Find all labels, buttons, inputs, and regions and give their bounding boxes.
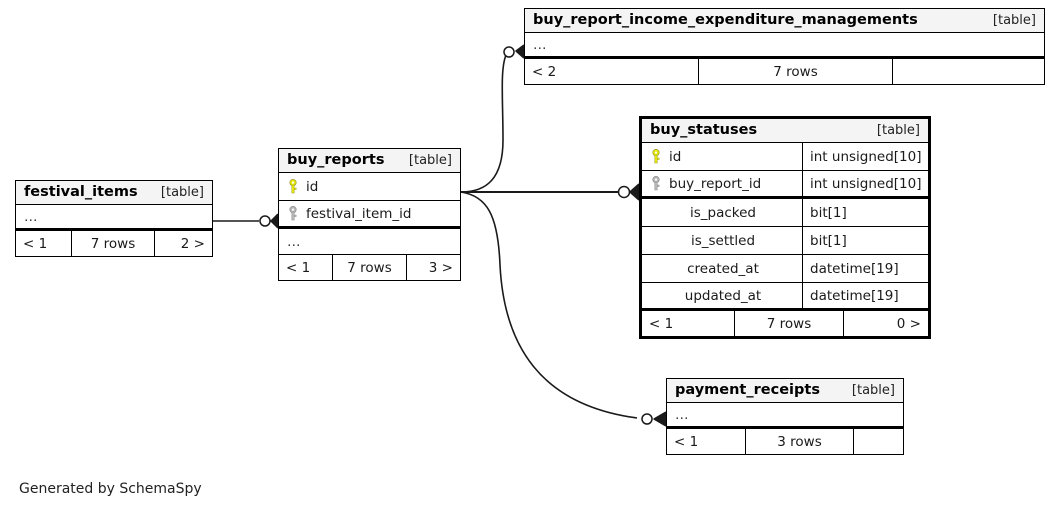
column-name-cell: id (642, 143, 802, 170)
primary-key-icon (652, 149, 660, 164)
footer-children: 0 > (896, 315, 921, 332)
column-name-cell: created_at (642, 255, 802, 282)
table-buy-report-income-expenditure-managements[interactable]: buy_report_income_expenditure_management… (524, 8, 1045, 85)
cardinality-marker-payment-receipts (641, 411, 667, 427)
table-name: payment_receipts (675, 382, 820, 398)
footer-children: 2 > (180, 235, 205, 252)
foreign-key-icon (289, 206, 297, 221)
cardinality-marker-income-expenditure (503, 44, 525, 59)
column-row-is-settled[interactable]: is_settled bit[1] (642, 227, 928, 255)
table-festival-items[interactable]: festival_items [table] … < 1 7 rows 2 > (15, 180, 213, 257)
column-name-cell: buy_report_id (642, 171, 802, 196)
column-type: bit[1] (802, 199, 928, 226)
column-name: is_packed (689, 204, 756, 221)
column-name: festival_item_id (306, 205, 412, 222)
footer-rowcount: 7 rows (332, 255, 407, 280)
column-name: updated_at (684, 287, 762, 304)
column-type: int unsigned[10] (802, 171, 928, 196)
column-row-updated-at[interactable]: updated_at datetime[19] (642, 283, 928, 311)
footer-children: 3 > (428, 259, 453, 276)
column-row-id[interactable]: id (279, 173, 460, 201)
columns-ellipsis: … (667, 403, 903, 429)
table-header: buy_reports [table] (279, 149, 460, 173)
foreign-key-icon (652, 176, 660, 191)
column-type: datetime[19] (802, 255, 928, 282)
footer-children (854, 429, 901, 454)
column-row-id[interactable]: id int unsigned[10] (642, 143, 928, 171)
table-footer: < 2 7 rows (525, 59, 1044, 84)
column-type: datetime[19] (802, 283, 928, 308)
footer-rowcount: 3 rows (745, 429, 854, 454)
footer-parents: < 1 (286, 259, 311, 276)
column-name-cell: updated_at (642, 283, 802, 308)
table-header: festival_items [table] (16, 181, 212, 205)
table-type-tag: [table] (876, 122, 920, 138)
column-row-buy-report-id[interactable]: buy_report_id int unsigned[10] (642, 171, 928, 199)
column-name: created_at (687, 260, 759, 277)
cardinality-marker-festival-items (259, 213, 279, 229)
column-name: is_settled (690, 232, 756, 249)
table-type-tag: [table] (851, 382, 895, 398)
footer-parents: < 2 (532, 63, 557, 80)
column-type: int unsigned[10] (802, 143, 928, 170)
footer-rowcount: 7 rows (698, 59, 893, 84)
column-row-festival-item-id[interactable]: festival_item_id (279, 201, 460, 229)
footer-children (893, 59, 1044, 84)
table-type-tag: [table] (408, 152, 452, 168)
columns-ellipsis: … (16, 205, 212, 231)
table-header: buy_statuses [table] (642, 119, 928, 143)
table-name: festival_items (24, 184, 138, 200)
generated-by-credit: Generated by SchemaSpy (19, 481, 202, 497)
column-row-is-packed[interactable]: is_packed bit[1] (642, 199, 928, 227)
edge-buy-reports-payment-receipts (460, 191, 638, 419)
footer-rowcount: 7 rows (71, 231, 155, 256)
table-payment-receipts[interactable]: payment_receipts [table] … < 1 3 rows (666, 378, 904, 455)
column-row-created-at[interactable]: created_at datetime[19] (642, 255, 928, 283)
column-name-cell: festival_item_id (279, 201, 460, 226)
table-buy-reports[interactable]: buy_reports [table] id festival_item_id … (278, 148, 461, 281)
column-name-cell: is_settled (642, 227, 802, 254)
column-name-cell: is_packed (642, 199, 802, 226)
footer-parents: < 1 (23, 235, 48, 252)
columns-ellipsis: … (279, 229, 460, 255)
table-name: buy_statuses (650, 122, 758, 138)
column-name: buy_report_id (669, 175, 762, 192)
footer-parents: < 1 (649, 315, 674, 332)
column-name-cell: id (279, 173, 460, 200)
table-name: buy_reports (287, 152, 385, 168)
table-type-tag: [table] (992, 12, 1036, 28)
edge-buy-reports-income-expenditure (460, 54, 507, 193)
column-name: id (669, 148, 682, 165)
columns-ellipsis: … (525, 33, 1044, 59)
table-type-tag: [table] (160, 184, 204, 200)
table-footer: < 1 3 rows (667, 429, 903, 454)
table-buy-statuses[interactable]: buy_statuses [table] id int unsigned[10]… (639, 116, 931, 339)
table-footer: < 1 7 rows 3 > (279, 255, 460, 280)
table-header: buy_report_income_expenditure_management… (525, 9, 1044, 33)
table-footer: < 1 7 rows 2 > (16, 231, 212, 256)
table-header: payment_receipts [table] (667, 379, 903, 403)
column-type: bit[1] (802, 227, 928, 254)
footer-parents: < 1 (674, 433, 699, 450)
footer-rowcount: 7 rows (734, 311, 844, 336)
table-footer: < 1 7 rows 0 > (642, 311, 928, 336)
column-name: id (306, 178, 319, 195)
primary-key-icon (289, 179, 297, 194)
table-name: buy_report_income_expenditure_management… (533, 12, 918, 28)
cardinality-marker-buy-statuses (617, 183, 640, 201)
